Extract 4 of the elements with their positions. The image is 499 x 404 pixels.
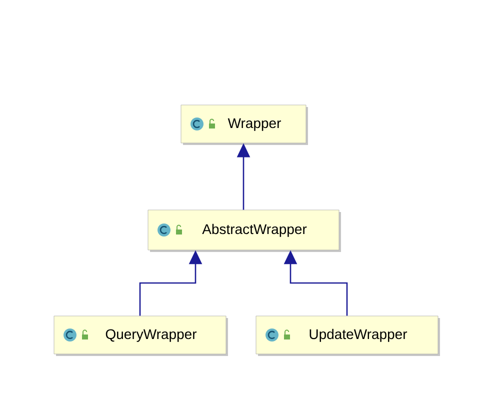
class-box: QueryWrapper [54, 316, 228, 356]
class-box: AbstractWrapper [148, 210, 341, 252]
class-box: UpdateWrapper [256, 316, 440, 356]
class-box: Wrapper [180, 104, 308, 145]
